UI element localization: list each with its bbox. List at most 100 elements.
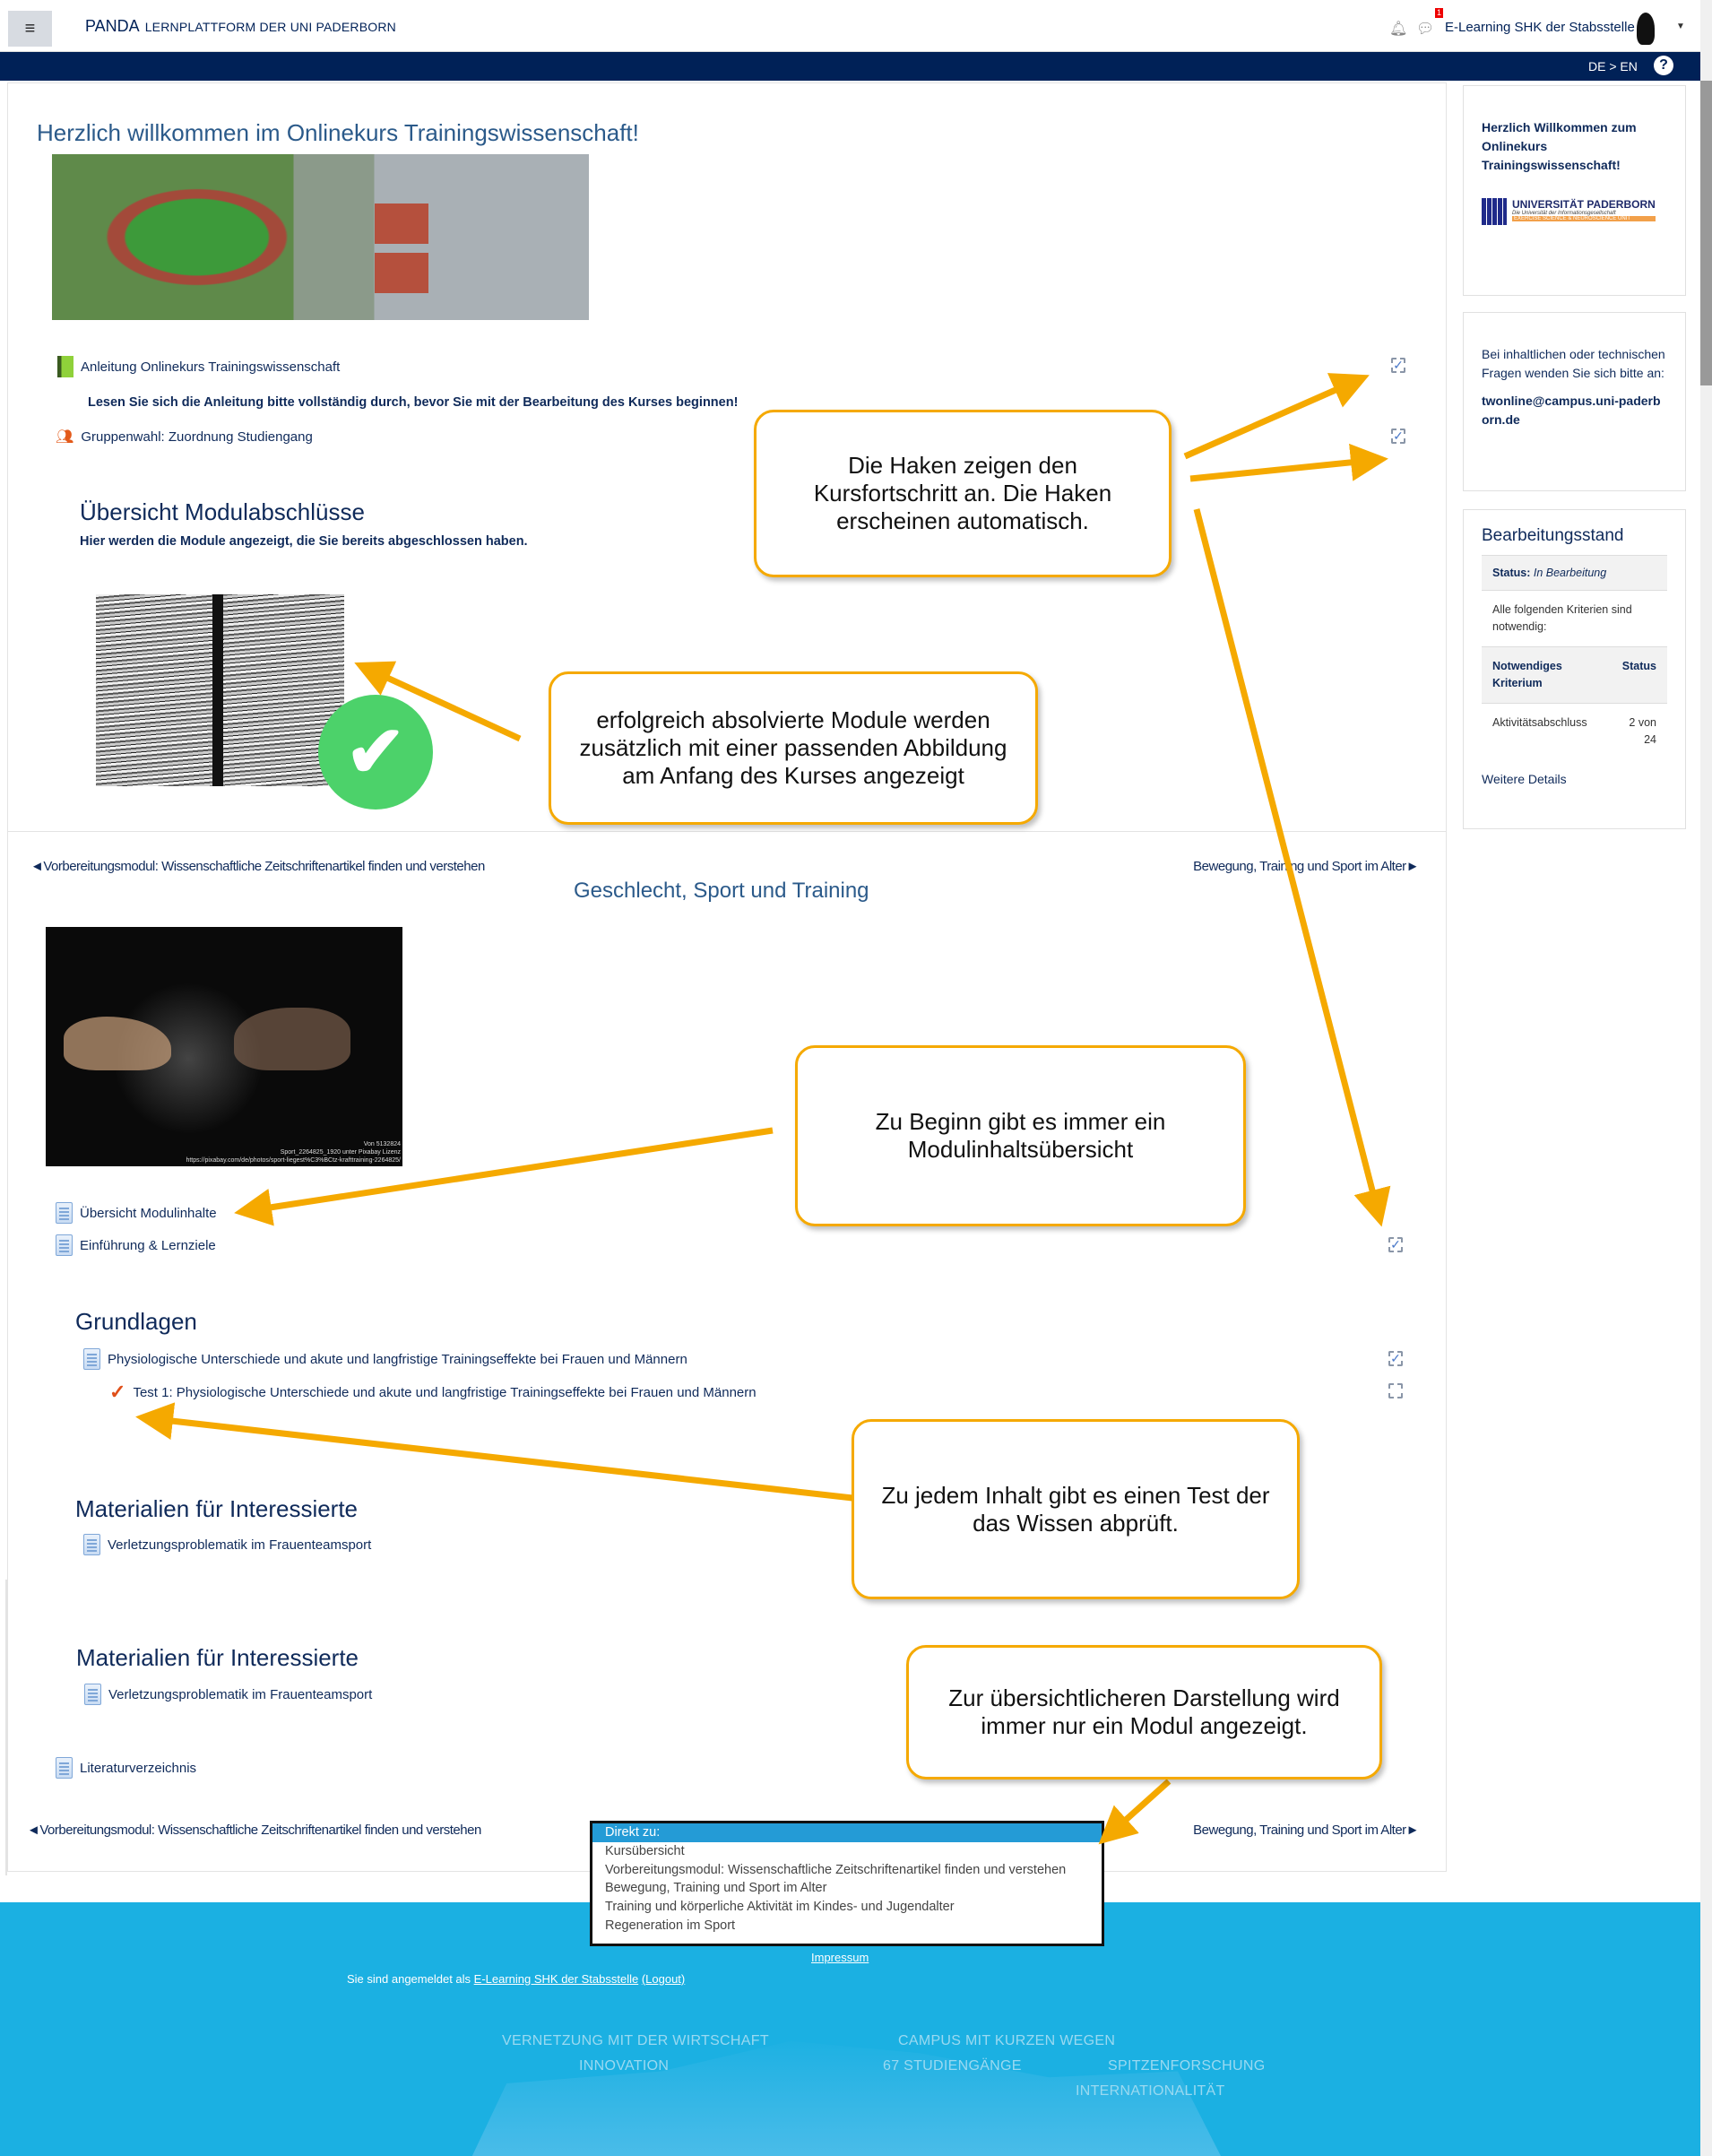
- logo-subtitle: Die Universität der Informationsgesellsc…: [1512, 211, 1616, 216]
- completion-checkbox[interactable]: ✓: [1391, 358, 1405, 373]
- overview-subtitle: Hier werden die Module angezeigt, die Si…: [80, 534, 528, 549]
- activity-physiologie[interactable]: Physiologische Unterschiede und akute un…: [83, 1348, 687, 1370]
- progress-block: Bearbeitungsstand Status: In Bearbeitung…: [1463, 509, 1686, 829]
- arrow: [354, 661, 522, 742]
- activity-label: Test 1: Physiologische Unterschiede und …: [133, 1384, 757, 1400]
- checkmark-icon: ✔: [318, 695, 433, 810]
- callout-single-module: Zur übersichtlicheren Darstellung wird i…: [906, 1645, 1382, 1779]
- paper-stack-image: [96, 594, 344, 786]
- col-criterion: Notwendiges Kriterium: [1492, 660, 1562, 689]
- callout-test: Zu jedem Inhalt gibt es einen Test der d…: [852, 1419, 1300, 1599]
- grundlagen-title: Grundlagen: [75, 1308, 197, 1335]
- arrow: [234, 1127, 774, 1226]
- logged-in-text: Sie sind angemeldet als E-Learning SHK d…: [347, 1972, 685, 1986]
- jump-to-dropdown[interactable]: Direkt zu: Kursübersicht Vorbereitungsmo…: [590, 1821, 1104, 1946]
- section-title: Geschlecht, Sport und Training: [574, 879, 869, 903]
- activity-test1[interactable]: ✓ Test 1: Physiologische Unterschiede und…: [109, 1381, 757, 1404]
- footer-slogan: 67 STUDIENGÄNGE: [883, 2058, 1022, 2074]
- arrow: [1183, 373, 1370, 460]
- completion-checkbox[interactable]: ✓: [1388, 1237, 1403, 1252]
- quiz-icon: ✓: [109, 1381, 126, 1403]
- dropdown-option[interactable]: Kursübersicht: [605, 1843, 685, 1858]
- photo-credit: Sport_2264825_1920 unter Pixabay Lizenz: [280, 1149, 401, 1156]
- university-logo: UNIVERSITÄT PADERBORN Die Universität de…: [1482, 198, 1667, 225]
- avatar[interactable]: [1637, 13, 1655, 45]
- contact-block: Bei inhaltlichen oder technischen Fragen…: [1463, 312, 1686, 491]
- activity-label: Gruppenwahl: Zuordnung Studiengang: [81, 429, 313, 445]
- completion-checkbox-empty[interactable]: [1388, 1383, 1403, 1398]
- more-details-link[interactable]: Weitere Details: [1482, 772, 1567, 786]
- arrow: [1098, 1779, 1172, 1845]
- prev-section-link-bottom[interactable]: ◄Vorbereitungsmodul: Wissenschaftliche Z…: [27, 1823, 481, 1838]
- logo-name: UNIVERSITÄT PADERBORN: [1512, 198, 1656, 211]
- activity-uebersicht[interactable]: Übersicht Modulinhalte: [56, 1202, 217, 1224]
- brand[interactable]: PANDA LERNPLATTFORM DER UNI PADERBORN: [85, 17, 396, 36]
- activity-einfuehrung[interactable]: Einführung & Lernziele: [56, 1234, 216, 1256]
- activity-label: Physiologische Unterschiede und akute un…: [108, 1351, 687, 1367]
- page-icon: [56, 1202, 73, 1224]
- activity-verletzung[interactable]: Verletzungsproblematik im Frauenteamspor…: [83, 1534, 371, 1555]
- footer-slogan: INTERNATIONALITÄT: [1076, 2083, 1225, 2099]
- group-icon: 👥︎: [56, 429, 74, 445]
- bell-icon[interactable]: 🔔︎: [1389, 22, 1408, 37]
- nav-bar: [0, 52, 1700, 81]
- callout-completed-modules: erfolgreich absolvierte Module werden zu…: [549, 671, 1038, 825]
- status-value: In Bearbeitung: [1533, 567, 1607, 579]
- activity-anleitung[interactable]: Anleitung Onlinekurs Trainingswissenscha…: [57, 356, 340, 377]
- photo-credit: Von 5132824: [363, 1141, 401, 1147]
- activity-label: Übersicht Modulinhalte: [80, 1205, 217, 1221]
- scrollbar-thumb[interactable]: [1700, 81, 1712, 385]
- chat-icon[interactable]: 💬︎: [1416, 22, 1435, 37]
- scrollbar[interactable]: [1700, 0, 1712, 2156]
- completion-checkbox[interactable]: ✓: [1388, 1351, 1403, 1366]
- welcome-text: Herzlich Willkommen zum Onlinekurs Train…: [1482, 120, 1637, 172]
- criteria-note: Alle folgenden Kriterien sind notwendig:: [1482, 590, 1667, 646]
- user-name[interactable]: E-Learning SHK der Stabsstelle: [1445, 20, 1635, 35]
- welcome-title: Herzlich willkommen im Onlinekurs Traini…: [37, 119, 639, 146]
- next-section-link[interactable]: Bewegung, Training und Sport im Alter►: [1193, 859, 1419, 874]
- arrow: [1193, 508, 1391, 1227]
- footer-slogan: INNOVATION: [579, 2058, 670, 2074]
- page-icon: [56, 1757, 73, 1779]
- criterion-status: 2 von 24: [1629, 716, 1656, 746]
- brand-subtitle: LERNPLATTFORM DER UNI PADERBORN: [144, 20, 396, 34]
- language-switch[interactable]: DE > EN: [1588, 59, 1638, 74]
- activity-label: Einführung & Lernziele: [80, 1237, 216, 1253]
- help-icon[interactable]: ?: [1654, 56, 1673, 75]
- callout-module-overview: Zu Beginn gibt es immer ein Modulinhalts…: [795, 1045, 1246, 1226]
- logout-link[interactable]: (Logout): [641, 1972, 686, 1986]
- activity-label: Verletzungsproblematik im Frauenteamspor…: [108, 1537, 372, 1553]
- chevron-down-icon[interactable]: ▼: [1676, 22, 1685, 31]
- callout-progress-checks: Die Haken zeigen den Kursfortschritt an.…: [754, 410, 1172, 577]
- dropdown-option[interactable]: Direkt zu:: [592, 1823, 1102, 1842]
- activity-label: Verletzungsproblematik im Frauenteamspor…: [108, 1686, 373, 1702]
- completion-checkbox[interactable]: ✓: [1391, 429, 1405, 444]
- notification-badge: 1: [1435, 8, 1444, 18]
- divider: [5, 1580, 7, 1875]
- page-icon: [84, 1684, 101, 1705]
- dropdown-option[interactable]: Bewegung, Training und Sport im Alter: [605, 1881, 827, 1896]
- impressum-link[interactable]: Impressum: [811, 1951, 869, 1964]
- activity-literatur[interactable]: Literaturverzeichnis: [56, 1757, 196, 1779]
- book-icon: [57, 356, 73, 377]
- logged-in-prefix: Sie sind angemeldet als: [347, 1972, 474, 1986]
- materialien-title-2: Materialien für Interessierte: [76, 1644, 359, 1671]
- menu-button[interactable]: ≡: [8, 11, 52, 47]
- col-status: Status: [1621, 660, 1656, 672]
- prev-section-link[interactable]: ◄Vorbereitungsmodul: Wissenschaftliche Z…: [30, 859, 485, 874]
- contact-email[interactable]: twonline@campus.uni-paderborn.de: [1482, 394, 1661, 427]
- criterion: Aktivitätsabschluss: [1492, 716, 1587, 729]
- activity-verletzung-2[interactable]: Verletzungsproblematik im Frauenteamspor…: [84, 1684, 372, 1705]
- hamburger-icon: ≡: [24, 18, 36, 39]
- instruction-text: Lesen Sie sich die Anleitung bitte volls…: [88, 395, 739, 410]
- user-profile-link[interactable]: E-Learning SHK der Stabsstelle: [473, 1972, 639, 1986]
- activity-gruppenwahl[interactable]: 👥︎ Gruppenwahl: Zuordnung Studiengang: [56, 428, 313, 446]
- dropdown-option[interactable]: Vorbereitungsmodul: Wissenschaftliche Ze…: [605, 1862, 1067, 1877]
- brand-name: PANDA: [85, 17, 140, 35]
- dropdown-option[interactable]: Regeneration im Sport: [605, 1918, 736, 1933]
- footer-slogan: CAMPUS MIT KURZEN WEGEN: [898, 2033, 1116, 2048]
- dropdown-option[interactable]: Training und körperliche Aktivität im Ki…: [605, 1900, 955, 1915]
- next-section-link-bottom[interactable]: Bewegung, Training und Sport im Alter►: [1193, 1823, 1419, 1838]
